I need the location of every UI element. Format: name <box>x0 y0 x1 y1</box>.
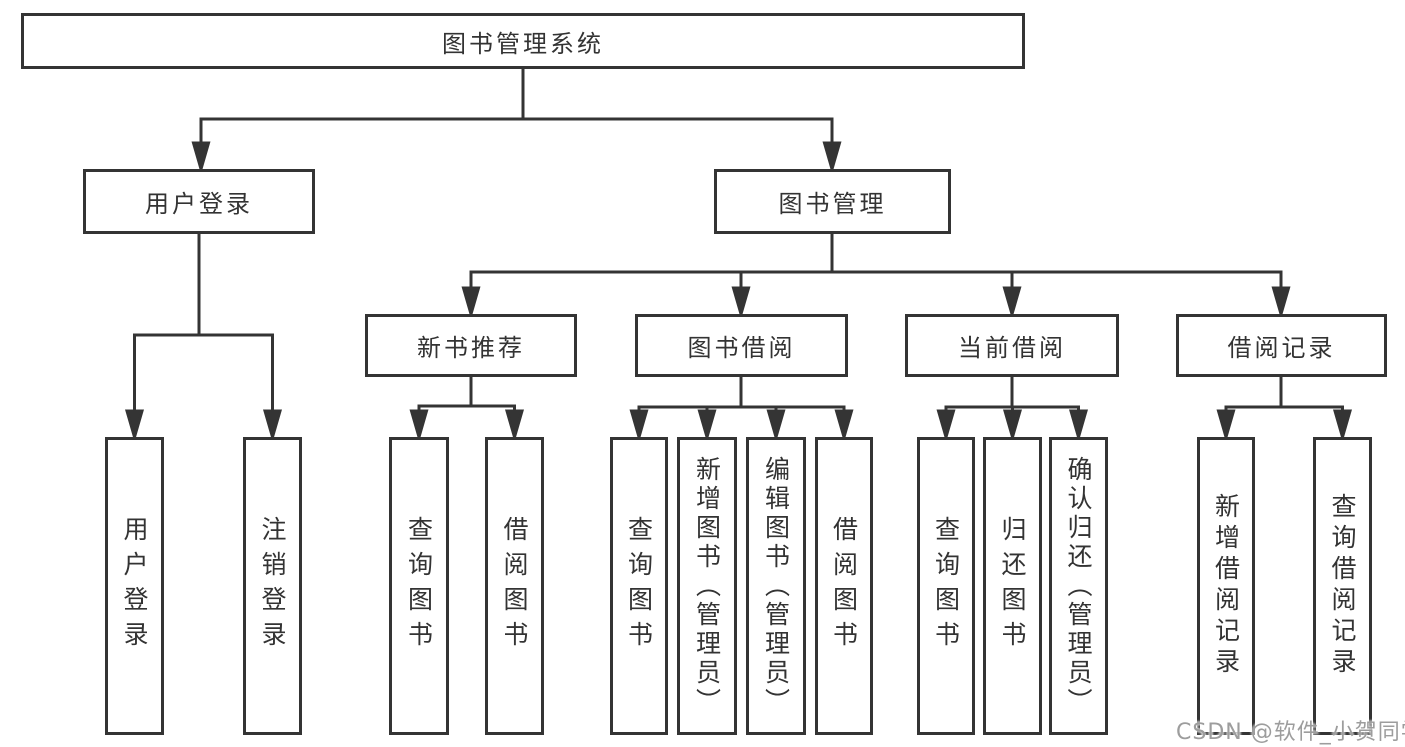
node-book-management: 图书管理 <box>714 169 951 234</box>
node-user-login: 用户登录 <box>83 169 315 234</box>
leaf-user-login: 用户登录 <box>105 437 164 735</box>
leaf-current-return-books-label: 归还图书 <box>998 516 1027 656</box>
leaf-records-query-record: 查询借阅记录 <box>1313 437 1372 735</box>
node-current-borrowing: 当前借阅 <box>905 314 1119 377</box>
node-new-book-recommend: 新书推荐 <box>365 314 577 377</box>
leaf-user-login-label: 用户登录 <box>120 516 149 656</box>
node-book-borrowing-label: 图书借阅 <box>687 334 796 362</box>
leaf-borrow-borrow-books-label: 借阅图书 <box>829 516 859 656</box>
leaf-newrec-borrow-books-label: 借阅图书 <box>500 516 529 656</box>
node-root-label: 图书管理系统 <box>442 29 604 58</box>
leaf-logout-login: 注销登录 <box>243 437 302 735</box>
node-borrowing-records-label: 借阅记录 <box>1227 334 1336 362</box>
node-user-login-label: 用户登录 <box>145 190 253 218</box>
leaf-current-confirm-return-admin-label: 确认归还（管理员） <box>1064 455 1093 717</box>
leaf-current-query-books: 查询图书 <box>917 437 975 735</box>
node-book-management-label: 图书管理 <box>778 190 887 218</box>
leaf-newrec-borrow-books: 借阅图书 <box>485 437 544 735</box>
csdn-watermark: CSDN @软件_小贺同学 <box>1176 720 1405 745</box>
node-root: 图书管理系统 <box>21 13 1025 69</box>
leaf-records-add-record: 新增借阅记录 <box>1197 437 1255 735</box>
leaf-borrow-add-books-admin: 新增图书（管理员） <box>677 437 737 735</box>
leaf-current-query-books-label: 查询图书 <box>931 516 961 656</box>
leaf-records-query-record-label: 查询借阅记录 <box>1328 493 1357 679</box>
node-book-borrowing: 图书借阅 <box>635 314 848 377</box>
leaf-newrec-query-books-label: 查询图书 <box>404 516 434 656</box>
leaf-borrow-edit-books-admin-label: 编辑图书（管理员） <box>761 455 791 717</box>
leaf-borrow-add-books-admin-label: 新增图书（管理员） <box>692 455 722 717</box>
leaf-records-add-record-label: 新增借阅记录 <box>1211 493 1241 679</box>
leaf-borrow-query-books: 查询图书 <box>610 437 668 735</box>
node-borrowing-records: 借阅记录 <box>1176 314 1387 377</box>
leaf-borrow-query-books-label: 查询图书 <box>624 516 654 656</box>
node-current-borrowing-label: 当前借阅 <box>958 334 1066 362</box>
leaf-borrow-borrow-books: 借阅图书 <box>815 437 873 735</box>
leaf-current-confirm-return-admin: 确认归还（管理员） <box>1049 437 1108 735</box>
leaf-current-return-books: 归还图书 <box>983 437 1042 735</box>
leaf-borrow-edit-books-admin: 编辑图书（管理员） <box>746 437 806 735</box>
leaf-newrec-query-books: 查询图书 <box>389 437 449 735</box>
leaf-logout-login-label: 注销登录 <box>258 516 287 656</box>
node-new-book-recommend-label: 新书推荐 <box>417 334 525 362</box>
